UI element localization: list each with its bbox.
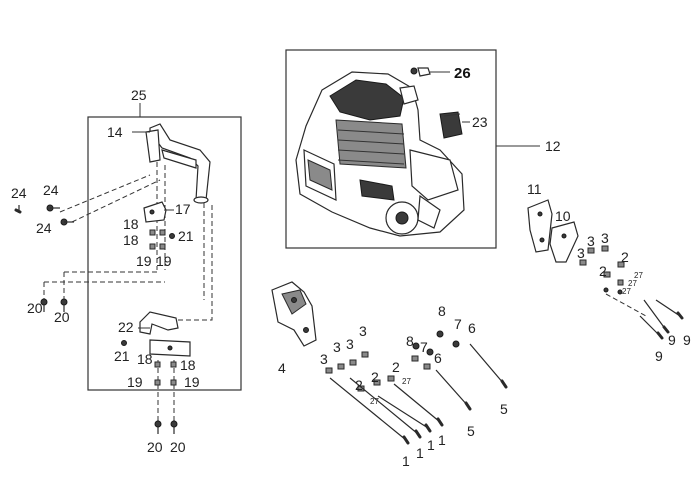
callout-4: 4 [278, 360, 286, 376]
callout-27c: 27 [622, 287, 631, 296]
tube-14-part [132, 123, 211, 204]
callout-27d: 27 [370, 397, 379, 406]
tube-22-part [138, 311, 191, 357]
engine-box-12 [285, 49, 497, 249]
callout-27e: 27 [402, 377, 411, 386]
callout-20a: 20 [27, 300, 43, 316]
callout-18a: 18 [123, 216, 139, 232]
callout-8b: 8 [406, 333, 414, 349]
callout-19b: 19 [156, 253, 172, 269]
callout-21b: 21 [114, 348, 130, 364]
part-26 [410, 67, 450, 77]
callout-18b: 18 [123, 232, 139, 248]
callout-10: 10 [555, 208, 571, 224]
callout-24c: 24 [36, 220, 52, 236]
dash-line-right [605, 293, 647, 317]
callout-19d: 19 [184, 374, 200, 390]
callout-8a: 8 [438, 303, 446, 319]
callout-3g: 3 [359, 323, 367, 339]
bolts-9-group [639, 299, 684, 340]
callout-21a: 21 [178, 228, 194, 244]
bolts-1-group [329, 377, 444, 445]
dash-line-9 [59, 174, 151, 213]
callout-27b: 27 [628, 279, 637, 288]
clip-21b [121, 340, 127, 346]
callout-19c: 19 [127, 374, 143, 390]
assembly-box-25 [87, 116, 242, 391]
bolts-20-upper-group [40, 298, 68, 312]
callout-20c: 20 [147, 439, 163, 455]
callout-9b: 9 [683, 332, 691, 348]
callout-6b: 6 [434, 350, 442, 366]
dash-line-10 [71, 179, 161, 223]
callout-9a: 9 [668, 332, 676, 348]
fitting-upper-part [149, 229, 175, 250]
fitting-lower-part [154, 361, 177, 386]
callout-2a: 2 [621, 249, 629, 265]
callout-2b: 2 [599, 263, 607, 279]
lower-bracket-group: 4 3 3 3 3 2 2 2 27 27 8 7 6 8 7 6 [271, 281, 508, 469]
callout-9c: 9 [655, 348, 663, 364]
callout-1d: 1 [438, 432, 446, 448]
callout-2d: 2 [371, 369, 379, 385]
callout-23: 23 [472, 114, 488, 130]
callout-20b: 20 [54, 309, 70, 325]
callout-22: 22 [118, 319, 134, 335]
callout-1b: 1 [416, 445, 424, 461]
callout-6a: 6 [468, 320, 476, 336]
nuts-lower-group [325, 330, 460, 392]
callout-17: 17 [175, 201, 191, 217]
callout-18d: 18 [180, 357, 196, 373]
callout-27a: 27 [634, 271, 643, 280]
callout-24b: 24 [43, 182, 59, 198]
engine-assembly-group: 12 26 [285, 49, 561, 249]
bolts-5-group [435, 343, 508, 411]
engine-illustration [295, 71, 465, 237]
part-23 [439, 111, 470, 139]
callout-7b: 7 [420, 339, 428, 355]
bracket-10 [549, 221, 579, 263]
bolts-20-lower-group [154, 420, 178, 434]
callout-11: 11 [527, 181, 542, 197]
callout-2e: 2 [392, 359, 400, 375]
callout-3e: 3 [333, 339, 341, 355]
callout-3f: 3 [346, 336, 354, 352]
callout-24a: 24 [11, 185, 27, 201]
dash-line-4 [178, 205, 213, 321]
callout-20d: 20 [170, 439, 186, 455]
callout-12: 12 [545, 138, 561, 154]
callout-1a: 1 [402, 453, 410, 469]
callout-5a: 5 [500, 401, 508, 417]
screws-24-group [14, 204, 74, 226]
callout-14: 14 [107, 124, 123, 140]
nuts-right-group [579, 245, 625, 295]
bracket-17-part [143, 201, 174, 223]
callout-7a: 7 [454, 316, 462, 332]
right-brackets-group: 11 10 3 3 2 3 2 27 27 27 [527, 181, 691, 364]
callout-5b: 5 [467, 423, 475, 439]
callout-3a: 3 [587, 233, 595, 249]
frame-tube-assembly-group: 25 14 17 [43, 87, 242, 420]
callout-3c: 3 [577, 245, 585, 261]
callout-18c: 18 [137, 351, 153, 367]
bracket-11 [527, 199, 553, 253]
callout-1c: 1 [427, 437, 435, 453]
callout-3d: 3 [320, 351, 328, 367]
callout-26: 26 [454, 65, 471, 82]
callout-3b: 3 [601, 230, 609, 246]
callout-25: 25 [131, 87, 147, 103]
callout-19a: 19 [136, 253, 152, 269]
